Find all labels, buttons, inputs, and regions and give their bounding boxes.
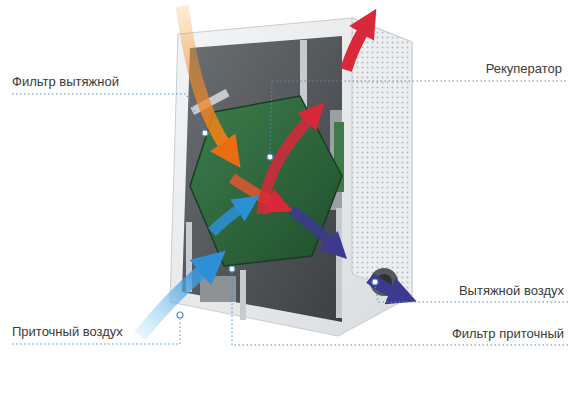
callout-label: Фильтр приточный [452, 326, 564, 341]
callout-label: Фильтр вытяжной [12, 74, 119, 89]
callout-label: Рекуператор [486, 61, 562, 76]
callout-label: Приточный воздух [12, 324, 123, 339]
callout-label: Вытяжной воздух [459, 283, 564, 298]
